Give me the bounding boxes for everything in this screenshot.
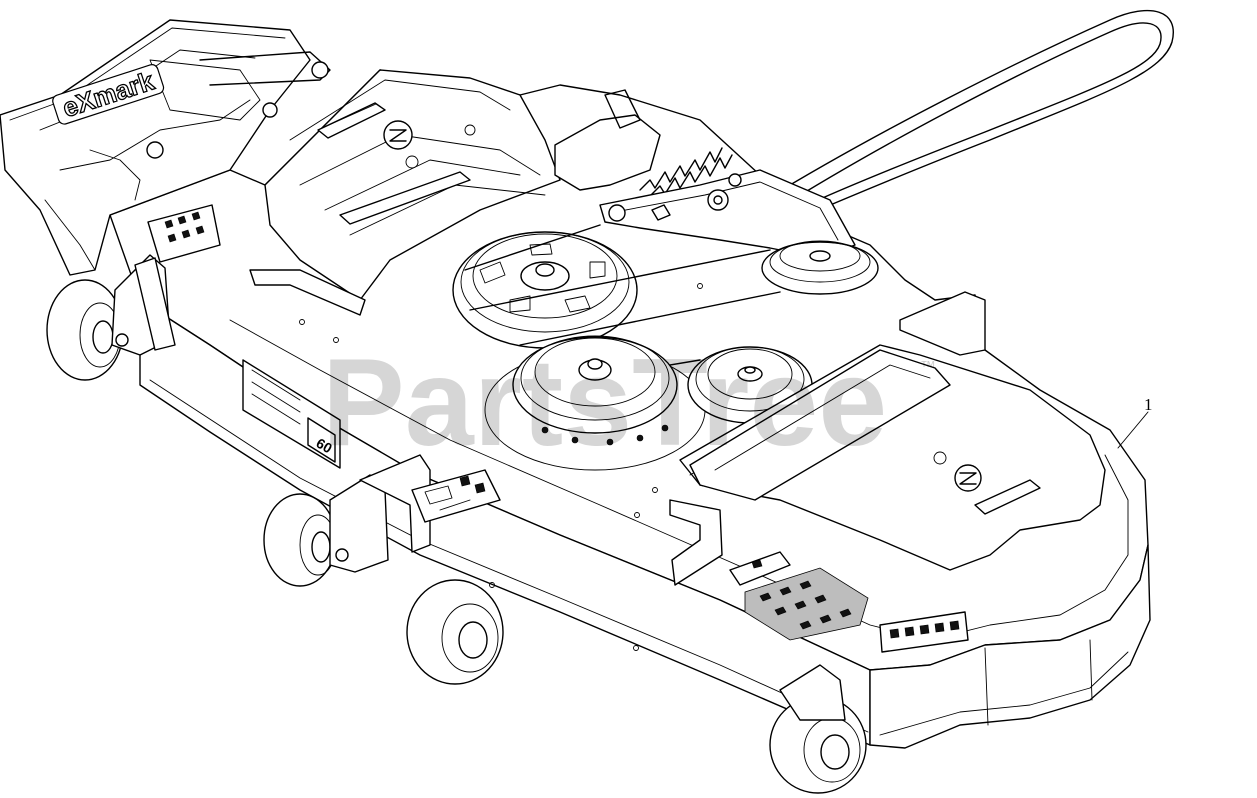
- caster-wheel-front-right: [769, 664, 867, 794]
- idler-pulley-right: [761, 240, 879, 295]
- spindle-pulley-left: [452, 231, 638, 349]
- watermark: PartsTree ™: [322, 334, 936, 472]
- caster-wheel-front-center: [406, 579, 504, 685]
- svg-text:60: 60: [314, 435, 336, 457]
- spindle-pulley-center: [484, 335, 706, 471]
- caster-wheel-front-left: [263, 474, 389, 587]
- callout-leader-line: [1117, 411, 1149, 449]
- deck-holes: [299, 283, 703, 651]
- watermark-trademark: ™: [920, 359, 936, 376]
- watermark-text: PartsTree: [322, 334, 887, 472]
- callout-label[interactable]: 1: [1144, 395, 1153, 414]
- deck-brackets: [134, 257, 723, 586]
- right-belt-cover: [679, 291, 1106, 571]
- drive-belt-loop: [764, 9, 1174, 223]
- warning-decal-left: [147, 204, 221, 263]
- callout-1[interactable]: 1: [1117, 395, 1153, 449]
- model-decal: 60: [242, 359, 341, 469]
- warning-decal-right: [879, 611, 969, 653]
- info-decal-center: [411, 469, 501, 523]
- center-belt-cover: [264, 69, 561, 301]
- belt-routing-decal: [729, 551, 869, 641]
- idler-arm-assembly: [554, 89, 856, 259]
